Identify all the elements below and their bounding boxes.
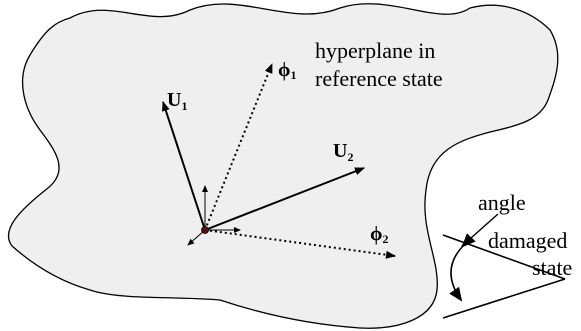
angle-pointer-arrow	[461, 213, 499, 247]
damaged-state-line-lower	[442, 278, 566, 319]
phi1-label: ϕ1	[278, 59, 296, 82]
u2-label: U2	[333, 140, 353, 164]
phi2-label: ϕ2	[370, 223, 388, 246]
angle-arc	[449, 233, 476, 302]
u1-label: U1	[167, 89, 187, 113]
u2-vector	[204, 167, 365, 231]
hyperplane-label-line2: reference state	[315, 66, 443, 91]
origin-point	[201, 226, 209, 234]
u1-vector	[162, 101, 206, 231]
damaged-state-label-line1: damaged	[488, 228, 567, 253]
damaged-state-label-line2: state	[532, 255, 572, 280]
hyperplane-shape	[7, 3, 559, 329]
hyperplane-label-line1: hyperplane in	[315, 38, 435, 63]
phi2-vector	[204, 229, 396, 259]
angle-label: angle	[478, 190, 526, 215]
